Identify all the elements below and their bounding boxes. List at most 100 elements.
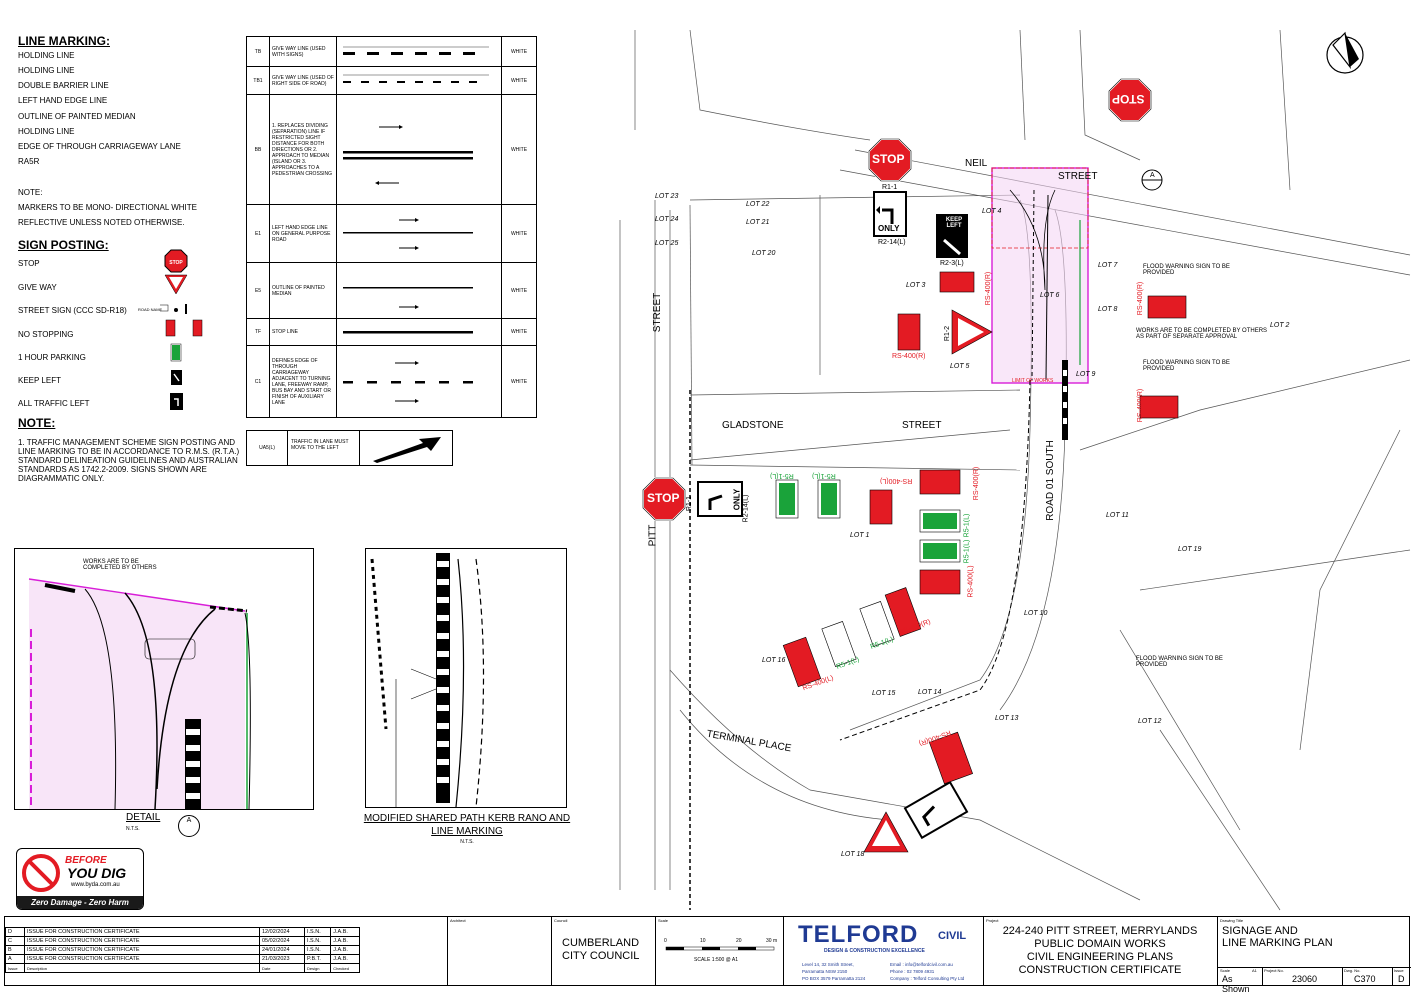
note2-line: DIAGRAMMATIC ONLY. (18, 474, 105, 483)
row-desc: DEFINES EDGE OF THROUGH CARRIAGEWAY ADJA… (269, 345, 337, 418)
lot-label: LOT 21 (746, 219, 770, 226)
turn-left-only-sign-icon (697, 481, 743, 517)
sign-code: R1-2 (944, 325, 952, 342)
project-no: 23060 (1292, 974, 1318, 984)
section-marker-label: A (1150, 172, 1155, 179)
road-name-label: ROAD NAME (138, 307, 163, 312)
sign-code: RS-400(R) (1137, 388, 1145, 423)
council-line: CITY COUNCIL (562, 950, 640, 962)
row-desc: GIVE WAY LINE (USED OF RIGHT SIDE OF ROA… (269, 66, 337, 95)
contact-line: Email : info@telfordcivil.com.au (890, 962, 953, 967)
row-colour: WHITE (501, 94, 537, 205)
street-label: STREET (1058, 171, 1098, 182)
scale-tick: 30 m (766, 938, 778, 944)
sign-code: RS-400(L) (880, 477, 913, 484)
parking-sign-icon (821, 621, 857, 667)
rev-design: I.S.N. (303, 936, 332, 946)
meta-label: Issue (1394, 968, 1404, 973)
keep-left-sign-text: KEEP LEFT (945, 217, 963, 229)
rev-date: 24/01/2024 (259, 945, 305, 955)
sign-item: STOP (18, 259, 40, 268)
no-stopping-signs (782, 271, 1187, 785)
issue-value: D (1398, 974, 1405, 984)
detail-panel: WORKS ARE TO BE COMPLETED BY OTHERS (14, 548, 314, 810)
rev-checked: J.A.B. (330, 954, 360, 964)
company-civil: CIVIL (938, 930, 967, 942)
dwg-no: C370 (1354, 974, 1376, 984)
detail-marker-label: A (186, 817, 192, 824)
meta-label: Scale (1220, 968, 1231, 973)
sign-code: RS-400(R) (892, 353, 926, 360)
rev-desc: ISSUE FOR CONSTRUCTION CERTIFICATE (24, 927, 260, 937)
company-tagline: DESIGN & CONSTRUCTION EXCELLENCE (824, 948, 925, 954)
rev-date: 05/02/2024 (259, 936, 305, 946)
sign-item: GIVE WAY (18, 283, 57, 292)
sign-posting-title: SIGN POSTING: (18, 238, 109, 252)
only-sign-text: ONLY (732, 488, 742, 511)
no-stopping-icon (782, 636, 822, 688)
sign-item: STREET SIGN (CCC SD-R18) (18, 306, 127, 315)
no-stopping-icon (869, 489, 893, 525)
architect-label: Architect (450, 918, 466, 923)
sign-code: R5-1(L) (770, 472, 794, 479)
street-label: NEIL (965, 158, 988, 169)
note-text: REFLECTIVE UNLESS NOTED OTHERWISE. (18, 218, 185, 227)
scale-value: As Shown (1222, 974, 1250, 994)
turn-left-sign-icon (170, 393, 183, 410)
lot-label: LOT 14 (918, 689, 942, 696)
row-code: E1 (246, 204, 270, 263)
drawing-title-label: Drawing Title (1220, 918, 1244, 923)
rev-checked: J.A.B. (330, 945, 360, 955)
row-colour: WHITE (501, 204, 537, 263)
address-line: Parramatta NSW 2150 (802, 969, 848, 974)
sign-code: RS-400(L) (967, 565, 975, 598)
site-plan (619, 30, 1411, 911)
lot-label: LOT 23 (655, 193, 679, 200)
project-line: PUBLIC DOMAIN WORKS (1034, 938, 1166, 950)
row-desc: GIVE WAY LINE (USED WITH SIGNS) (269, 36, 337, 67)
company-logo-text: TELFORD (798, 921, 919, 948)
section-marker-icon (1141, 169, 1163, 191)
street-label: GLADSTONE (722, 420, 784, 431)
lot-label: LOT 8 (1098, 306, 1118, 313)
lot-label: LOT 10 (1024, 610, 1048, 617)
drawing-meta: Scale A1 As Shown Project No. 23060 Dwg.… (1218, 967, 1411, 994)
drawing-title-cell: Drawing Title SIGNAGE AND LINE MARKING P… (1217, 917, 1411, 994)
row-colour: WHITE (501, 262, 537, 319)
legend-item: RA5R (18, 157, 40, 166)
lot-label: LOT 11 (1106, 512, 1129, 519)
sign-code: R2-14(L) (878, 239, 906, 246)
lot-label: LOT 9 (1076, 371, 1096, 378)
drawing-title-line: LINE MARKING PLAN (1222, 937, 1333, 949)
sign-code: R5-1(L) (963, 539, 971, 564)
dwg-no-box: Dwg. No. C370 (1342, 968, 1393, 986)
lot-label: LOT 13 (995, 715, 1019, 722)
street-label: STREET (902, 420, 942, 431)
no-stopping-icon (884, 587, 922, 637)
sign-item: KEEP LEFT (18, 376, 61, 385)
rev-checked: J.A.B. (330, 927, 360, 937)
project-line: 224-240 PITT STREET, MERRYLANDS (1002, 925, 1198, 937)
rev-issue: C (5, 936, 25, 946)
row-code: TB1 (246, 66, 270, 95)
table-row: BB 1. REPLACES DIVIDING (SEPARATION) LIN… (246, 94, 537, 205)
legend-sign-symbols: STOP (160, 249, 203, 410)
council-name: CUMBERLAND CITY COUNCIL (562, 937, 639, 963)
stop-sign-icon (164, 249, 188, 273)
lot-label: LOT 22 (746, 201, 770, 208)
scale-cell: Scale 0 10 20 30 m SCALE 1:500 @ A1 (655, 917, 783, 985)
scale-tick: 10 (700, 938, 706, 944)
table-row: TB GIVE WAY LINE (USED WITH SIGNS) WHITE (246, 36, 537, 67)
works-area (991, 167, 1089, 384)
svg-text:STOP: STOP (169, 260, 183, 266)
note2-line: STANDARD DELINEATION GUIDELINES AND AUST… (18, 456, 238, 465)
no-stopping-icon (919, 569, 961, 595)
ua5-box: UA5(L) TRAFFIC IN LANE MUST MOVE TO THE … (246, 430, 453, 466)
sign-code: RS-400(R) (985, 271, 993, 306)
lot-label: LOT 6 (1040, 292, 1060, 299)
keep-left-sign-icon (936, 214, 968, 258)
scale-text: SCALE 1:500 @ A1 (694, 957, 738, 963)
